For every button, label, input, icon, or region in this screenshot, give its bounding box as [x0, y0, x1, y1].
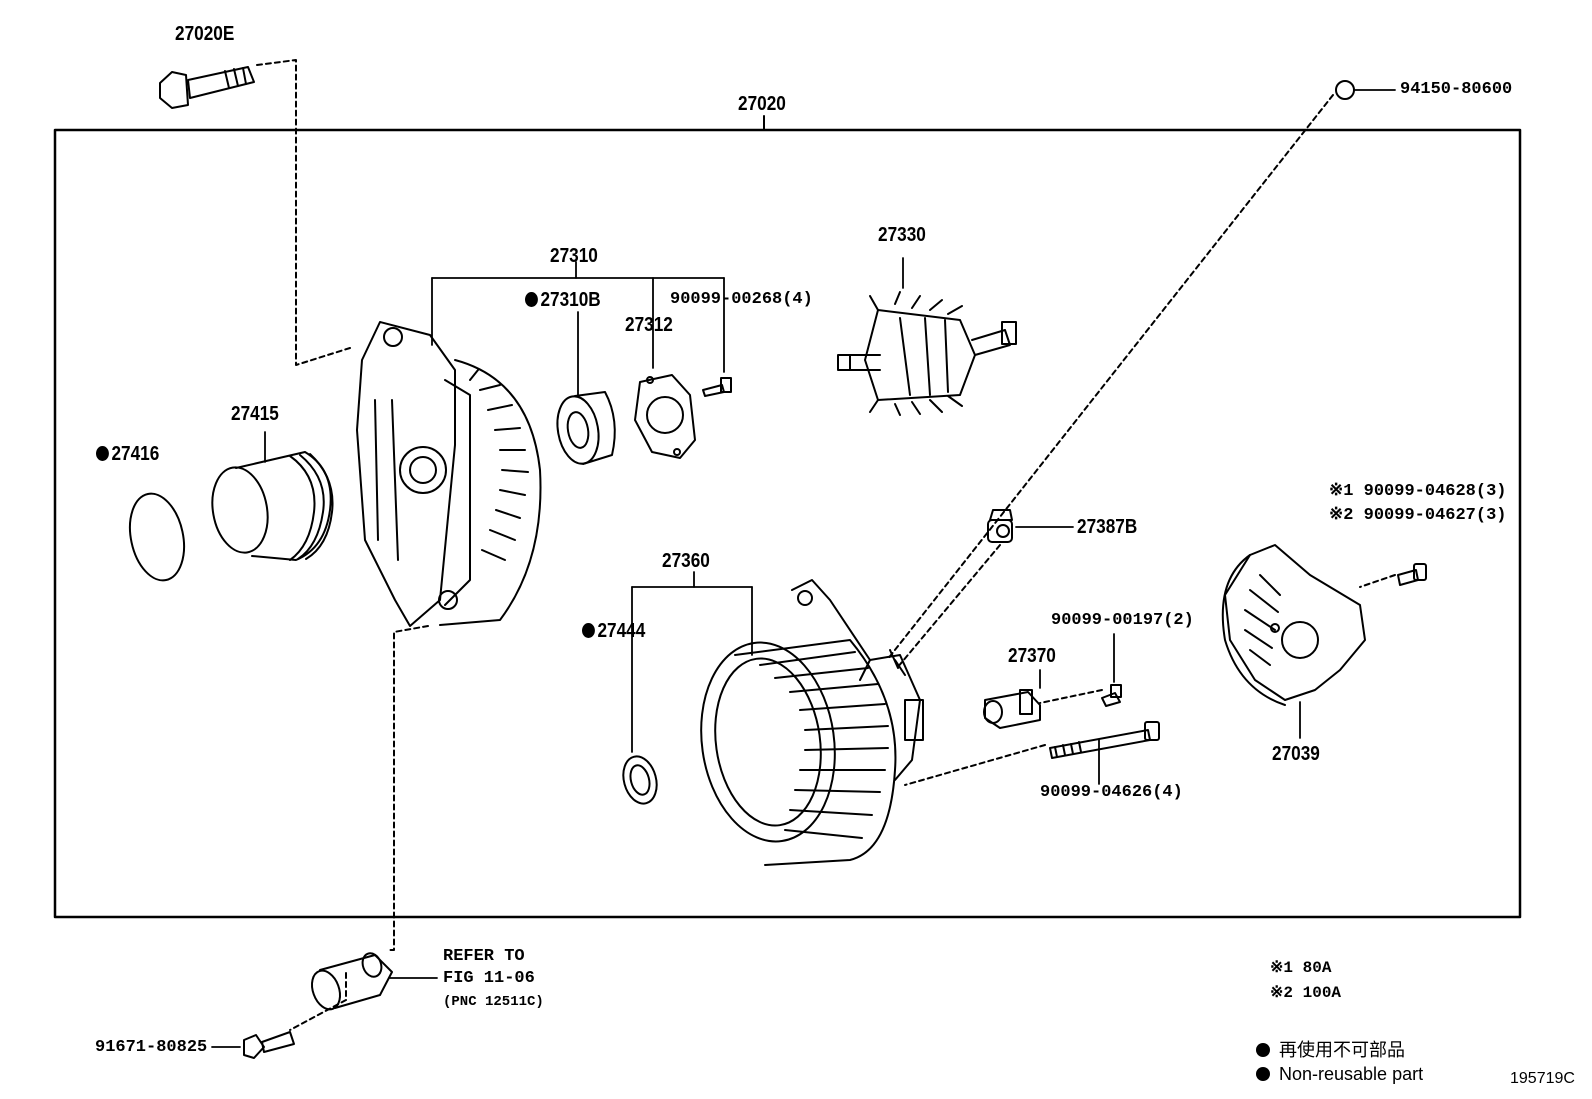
label-90099-04628: 90099-04628(3) [1363, 482, 1507, 501]
label-27330: 27330 [878, 224, 926, 246]
leader-bolt-27039 [1359, 574, 1396, 588]
cap-27416-drawing [128, 492, 186, 582]
legend-bullet-jp [1256, 1043, 1270, 1057]
leader-27387B [896, 544, 1001, 669]
part-27370-drawing [983, 689, 1041, 729]
label-27370: 27370 [1008, 645, 1056, 667]
assembly-frame [53, 128, 1522, 919]
part-27387B-drawing [987, 509, 1013, 543]
label-27039: 27039 [1272, 743, 1320, 765]
leader-27370 [1039, 689, 1103, 704]
ring-27444-drawing [622, 755, 658, 805]
bolt-04626-drawing [1049, 721, 1160, 759]
leader-04626 [904, 744, 1046, 786]
refer-line-1: REFER TO [443, 947, 525, 966]
cover-27039-drawing [1221, 544, 1366, 706]
label-90099-04628-row: ※1 90099-04628(3) [1329, 483, 1506, 500]
variant-mark-2: ※2 [1329, 506, 1354, 525]
label-27360: 27360 [662, 550, 710, 572]
label-27444-row: 27444 [582, 621, 645, 641]
non-reusable-dot [96, 446, 109, 461]
nut-94150-drawing [1335, 80, 1355, 100]
note-100A: ※2 100A [1270, 984, 1342, 1002]
diagram-code: 195719C [1510, 1070, 1575, 1087]
label-27387B: 27387B [1077, 516, 1138, 538]
label-27310: 27310 [550, 245, 598, 267]
legend-en: Non-reusable part [1279, 1064, 1424, 1084]
label-27416-row: 27416 [96, 444, 159, 464]
label-27312: 27312 [625, 314, 673, 336]
label-27415: 27415 [231, 403, 279, 425]
label-27310B: 27310B [540, 289, 601, 311]
label-90099-04626: 90099-04626(4) [1040, 783, 1183, 802]
pulley-27415-drawing [211, 451, 334, 561]
label-27310B-row: 27310B [525, 290, 601, 310]
bolt-91671-drawing [243, 1031, 295, 1059]
leader-27020E [256, 59, 351, 366]
drive-end-frame-drawing [356, 321, 542, 627]
label-90099-00197: 90099-00197(2) [1051, 611, 1194, 630]
leader-91671 [289, 972, 347, 1031]
note-80A: ※1 80A [1270, 959, 1332, 977]
non-reusable-dot [582, 623, 595, 638]
legend-bullet-en [1256, 1067, 1270, 1081]
rotor-27330-drawing [837, 291, 1017, 416]
screw-00197-drawing [1101, 684, 1122, 707]
label-91671-80825: 91671-80825 [95, 1038, 208, 1057]
bolt-27039-drawing [1397, 563, 1427, 586]
legend-jp: 再使用不可部品 [1279, 1040, 1405, 1060]
label-90099-04627-row: ※2 90099-04627(3) [1329, 507, 1506, 524]
bolt-27020E-drawing [159, 66, 255, 109]
label-27416: 27416 [111, 443, 160, 465]
label-90099-00268: 90099-00268(4) [670, 290, 813, 309]
label-27444: 27444 [597, 620, 646, 642]
refer-line-2: FIG 11-06 [443, 969, 535, 988]
bearing-27310B-drawing [556, 391, 616, 465]
leader-refer [389, 625, 429, 951]
label-27020: 27020 [738, 93, 786, 115]
variant-mark-1: ※1 [1329, 482, 1354, 501]
refer-line-3: (PNC 12511C) [443, 994, 544, 1010]
bushing-refer-drawing [310, 952, 393, 1011]
stator-27360-drawing [700, 579, 924, 866]
label-90099-04627: 90099-04627(3) [1363, 506, 1507, 525]
label-27020E: 27020E [175, 23, 235, 45]
non-reusable-dot [525, 292, 538, 307]
leader-94150 [886, 94, 1334, 661]
plate-27312-drawing [634, 374, 696, 459]
label-94150-80600: 94150-80600 [1400, 80, 1513, 99]
screw-00268-drawing [702, 377, 732, 397]
